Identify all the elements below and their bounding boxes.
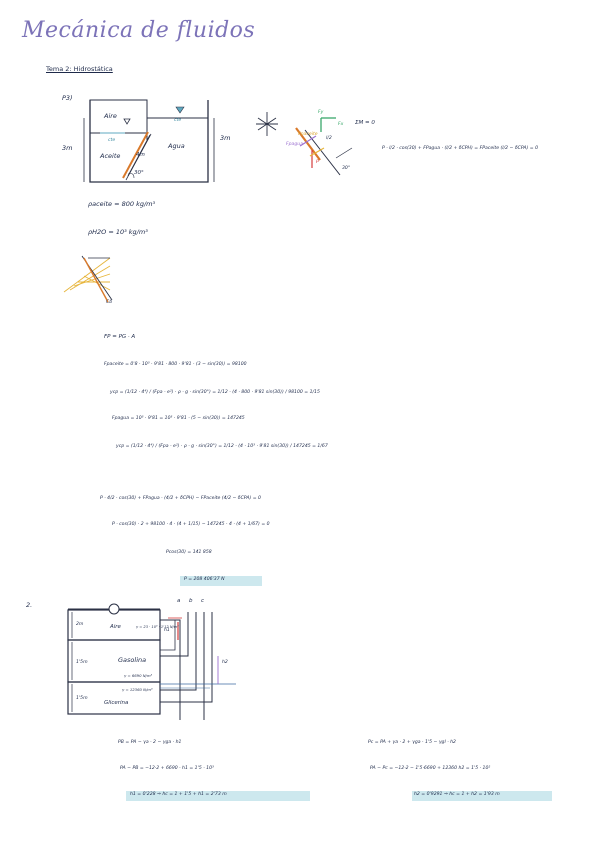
eq-right-2: PA − Pc = −12·2 − 1'5·6690 + 12360 h2 = … — [370, 766, 491, 771]
fbd-l2: l/2 — [326, 136, 332, 141]
f-agua: Fpagua = 10³ · 9'81 = 10³ · 9'81 · (5 − … — [112, 416, 245, 421]
label-p2-aire: Aire — [110, 624, 121, 630]
fbd-fy: Fy — [318, 110, 324, 115]
problem2-number: 2. — [26, 601, 33, 609]
result-1: P = 208 406'37 N — [184, 577, 225, 582]
gamma-glicerina: γ = 12360 N/m³ — [122, 687, 153, 692]
label-agua: Agua — [168, 142, 185, 150]
page-title: Mecánica de fluidos — [22, 18, 256, 43]
label-aire: Aire — [104, 112, 117, 120]
dim-right: 3m — [220, 134, 231, 142]
eq-left-2: PA − PB = −12·2 + 6690 · h1 = 1'5 · 10³ — [120, 766, 214, 771]
result-right: h2 = 0'9291 ⇒ hc = 1 + h2 = 1'93 m — [414, 792, 500, 797]
gauge-air-value: γ = 23 · 10³ · 1'12 N/m² — [136, 625, 179, 629]
eq-left-1: PB = PA − γa · 2 − γga · h1 — [118, 740, 182, 745]
tube-label-b: b — [189, 598, 193, 604]
result-left: h1 = 0'228 ⇒ hc = 1 + 1'5 + h1 = 2'73 m — [130, 792, 227, 797]
fbd-fpagua: Fpagua — [286, 142, 304, 147]
dim-left: 3m — [62, 144, 73, 152]
gauge-label: cte — [174, 118, 182, 123]
section-subtitle: Tema 2: Hidrostática — [46, 65, 113, 73]
dim-p2-3: 1'5m — [76, 696, 88, 701]
dim-p2-2: 1'5m — [76, 660, 88, 665]
dim-p2-1: 2m — [76, 622, 84, 627]
height-h1: h1 — [164, 628, 170, 633]
dim-gate: 4m — [136, 152, 145, 158]
fbd-fx: Fx — [338, 122, 344, 127]
ycp-aceite: ycp = (1/12 · 4⁴) / (Fpa · e²) · ρ · g ·… — [110, 390, 320, 395]
f-aceite: Fpaceite = 0'8 · 10³ · 9'81 · 800 · 9'81… — [104, 362, 247, 367]
rho-h2o: ρH2O = 10³ kg/m³ — [88, 228, 148, 236]
rho-aceite: ρaceite = 800 kg/m³ — [88, 200, 156, 208]
fbd-p: P — [316, 160, 319, 165]
label-aceite: Aceite — [100, 152, 121, 160]
gamma-gasolina: γ = 6690 N/m³ — [124, 673, 153, 678]
fbd-angle: 30° — [342, 166, 351, 171]
ycp-agua: ycp = (1/12 · 4⁴) / (Fpa · e²) · ρ · g ·… — [116, 444, 328, 449]
tube-label-c: c — [201, 598, 205, 604]
equation-1: P · 4/2 · cos(30) + FPagua · (4/2 + δCPH… — [100, 496, 261, 501]
eq-right-1: Pc = PA + γa · 2 + γga · 1'5 − γgl · h2 — [368, 740, 456, 745]
equation-2: P · cos(30) · 2 + 98100 · 4 · (4 + 1/15)… — [112, 522, 270, 527]
pressure-diagram-label: Cb — [106, 300, 113, 305]
label-p2-glicerina: Glicerina — [104, 700, 129, 706]
problem1-number: P3) — [62, 94, 73, 102]
fp-formula: FP = PG · A — [104, 334, 136, 340]
height-h2: h2 — [222, 660, 228, 665]
angle-label: 30° — [134, 170, 144, 176]
gauge-label-2: cte — [108, 138, 116, 143]
fbd-fpaceite: Fpaceite — [298, 132, 318, 137]
equation-3: Pcos(30) = 141 858 — [166, 550, 212, 555]
moment-equation: P · l/2 · cos(30) + FPagua · (l/2 + δCPH… — [382, 146, 539, 151]
label-p2-gasolina: Gasolina — [118, 656, 147, 664]
tube-label-a: a — [177, 598, 181, 604]
moment-sum: ΣM = 0 — [355, 120, 375, 126]
